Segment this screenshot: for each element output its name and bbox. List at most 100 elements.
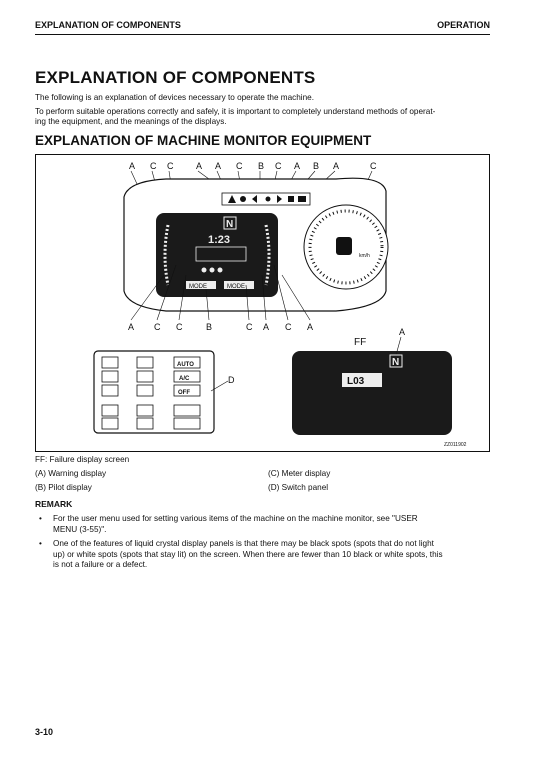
page-number: 3-10 bbox=[35, 727, 54, 737]
clock-display: 1:23 bbox=[208, 234, 230, 246]
callout-bottom-2: C bbox=[154, 322, 161, 332]
bottom-leaders bbox=[130, 264, 311, 321]
callout-top-9: A bbox=[294, 161, 300, 171]
side-gauges bbox=[163, 224, 271, 286]
callout-bottom-1: A bbox=[128, 322, 134, 332]
intro-line-3: ing the equipment, and the meanings of t… bbox=[35, 117, 227, 126]
callout-top-4: A bbox=[196, 161, 202, 171]
callout-top-2: C bbox=[150, 161, 157, 171]
header-section-title: EXPLANATION OF COMPONENTS bbox=[35, 20, 181, 30]
monitor-illustration: A C C A A C B C A B A C bbox=[93, 161, 467, 448]
mode-left-box bbox=[186, 281, 216, 289]
callout-bottom-8: A bbox=[307, 322, 313, 332]
page-header: EXPLANATION OF COMPONENTS OPERATION bbox=[35, 18, 490, 35]
lamp-icon bbox=[240, 196, 246, 202]
info-box bbox=[195, 246, 247, 262]
switch-defrost bbox=[136, 404, 154, 417]
beam-icon bbox=[298, 196, 306, 202]
lcd-screen bbox=[156, 213, 278, 297]
caption-c: (C) Meter display bbox=[268, 469, 331, 478]
callout-top-3: C bbox=[167, 161, 174, 171]
callout-top-6: C bbox=[236, 161, 243, 171]
callout-bottom-5: C bbox=[246, 322, 253, 332]
callout-d: D bbox=[228, 375, 235, 385]
bullet-1: • bbox=[39, 514, 42, 523]
callout-bottom-4: B bbox=[206, 322, 212, 332]
switch-auto bbox=[173, 356, 201, 369]
arrow-left-icon bbox=[252, 195, 257, 203]
callout-bottom-3: C bbox=[176, 322, 183, 332]
monitor-figure: A C C A A C B C A B A C bbox=[35, 154, 490, 452]
switch-recirc bbox=[136, 417, 154, 430]
light-icon bbox=[265, 196, 271, 202]
indicator-icon bbox=[288, 196, 294, 202]
switch-fan bbox=[136, 384, 154, 397]
remark-item-1: • For the user menu used for setting var… bbox=[35, 514, 490, 536]
intro-line-2: To perform suitable operations correctly… bbox=[35, 107, 436, 116]
status-dot-3 bbox=[217, 267, 223, 273]
remark-item-2: • One of the features of liquid crystal … bbox=[35, 539, 490, 572]
callout-ff: FF bbox=[354, 337, 366, 348]
warning-icon bbox=[228, 195, 236, 203]
switch-off bbox=[173, 384, 201, 397]
switch-down-3 bbox=[136, 370, 154, 383]
switch-menu bbox=[173, 404, 201, 417]
top-callouts: A C C A A C B C A B A C bbox=[129, 161, 377, 171]
switch-buttons bbox=[101, 356, 201, 430]
callout-a-right: A bbox=[399, 327, 405, 337]
remark-2-line-2: up) or white spots (spots that stay lit)… bbox=[53, 549, 443, 559]
bottom-callouts: A C C B C A C A bbox=[128, 322, 313, 332]
callout-top-11: A bbox=[333, 161, 339, 171]
speed-unit: km/h bbox=[359, 253, 370, 259]
callout-bottom-6: A bbox=[263, 322, 269, 332]
callout-top-10: B bbox=[313, 161, 319, 171]
page-title: EXPLANATION OF COMPONENTS bbox=[35, 68, 316, 87]
strip-icons bbox=[228, 195, 306, 203]
figure-id: ZZ011902 bbox=[444, 442, 467, 448]
mode-left-label: MODE bbox=[189, 284, 207, 290]
callout-top-8: C bbox=[275, 161, 282, 171]
switch-down-2 bbox=[101, 417, 119, 430]
failure-gear: N bbox=[392, 357, 399, 368]
status-dot-1 bbox=[201, 267, 207, 273]
remark-1-line-1: For the user menu used for setting vario… bbox=[53, 514, 418, 523]
failure-screen bbox=[292, 351, 452, 435]
speed-digit-box bbox=[336, 237, 352, 255]
switch-up-3 bbox=[136, 356, 154, 369]
left-gauge-arc bbox=[163, 224, 170, 286]
speedometer-ticks bbox=[308, 209, 384, 285]
switch-off-label: OFF bbox=[178, 390, 190, 396]
arrow-right-icon bbox=[277, 195, 282, 203]
status-dot-2 bbox=[209, 267, 215, 273]
gear-box bbox=[223, 216, 237, 230]
failure-code: L03 bbox=[347, 376, 365, 387]
caption-ff: FF: Failure display screen bbox=[35, 455, 130, 464]
remark-2-line-1: One of the features of liquid crystal di… bbox=[53, 539, 434, 548]
section-title: EXPLANATION OF MACHINE MONITOR EQUIPMENT bbox=[35, 133, 372, 148]
header-chapter-title: OPERATION bbox=[437, 20, 490, 30]
callout-top-7: B bbox=[258, 161, 264, 171]
callout-top-1: A bbox=[129, 161, 135, 171]
callout-bottom-7: C bbox=[285, 322, 292, 332]
mode-right-label: MODE bbox=[227, 284, 245, 290]
switch-confirm bbox=[173, 417, 201, 430]
switch-mode bbox=[101, 384, 119, 397]
caption-d: (D) Switch panel bbox=[268, 483, 329, 492]
gear-indicator: N bbox=[226, 219, 233, 230]
right-gauge-arc bbox=[264, 224, 271, 286]
remark-title: REMARK bbox=[35, 499, 73, 509]
callout-top-5: A bbox=[215, 161, 221, 171]
switch-up-2 bbox=[101, 404, 119, 417]
bullet-2: • bbox=[39, 539, 42, 548]
switch-ac-label: A/C bbox=[179, 376, 190, 382]
remark-2-line-3: is not a failure or a defect. bbox=[53, 560, 148, 569]
remark-1-line-2: MENU (3-55)". bbox=[53, 524, 107, 534]
intro-line-1: The following is an explanation of devic… bbox=[35, 93, 314, 102]
switch-up-1 bbox=[101, 356, 119, 369]
mode-right-box bbox=[224, 281, 254, 289]
leader-d bbox=[210, 380, 229, 392]
failure-gear-box bbox=[389, 354, 403, 368]
caption-b: (B) Pilot display bbox=[35, 483, 92, 492]
switch-auto-label: AUTO bbox=[177, 362, 194, 368]
failure-code-box bbox=[342, 373, 382, 387]
